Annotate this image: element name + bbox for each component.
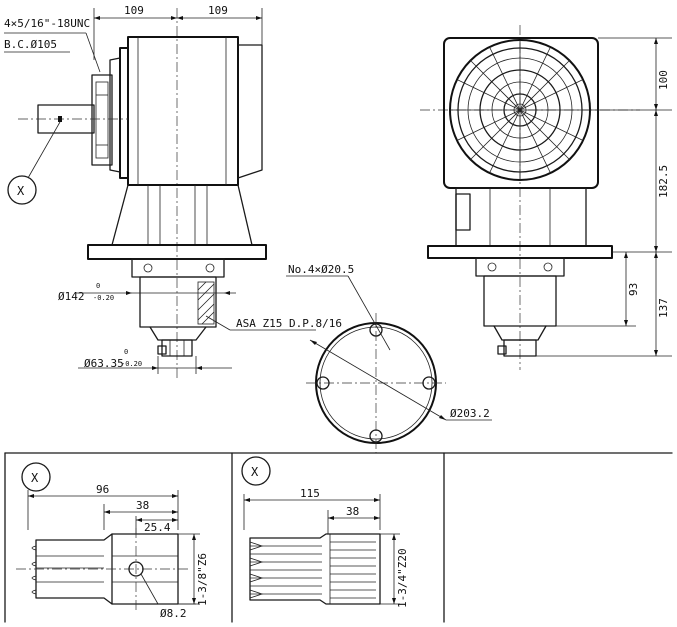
- detail-ref-x: X: [17, 184, 25, 198]
- pilot-tol-upper: 0: [96, 282, 100, 290]
- flange-bolt-circle: Ø203.2: [450, 407, 490, 420]
- pilot-tol-lower: -0.20: [93, 294, 114, 302]
- dim-side-overall: 137: [657, 298, 670, 318]
- detail-panels-frame: [4, 452, 673, 623]
- flange-holes-note: No.4×Ø20.5: [288, 263, 354, 276]
- shaft-tol-lower: -0.20: [121, 360, 142, 368]
- front-view-dimensions: 109 109 4×5/16"-18UNC B.C.Ø105 Ø142 0 -0…: [4, 4, 342, 374]
- side-view-dimensions: 100 182.5 93 137: [536, 37, 672, 357]
- spline-note: ASA Z15 D.P.8/16: [236, 317, 342, 330]
- pilot-diameter: Ø142: [58, 290, 85, 303]
- detail-left-dim-38: 38: [136, 499, 149, 512]
- detail-left-diameter: 1-3/8"Z6: [196, 553, 209, 606]
- flange-view: Ø203.2 No.4×Ø20.5: [286, 263, 492, 453]
- shaft-tol-upper: 0: [124, 348, 128, 356]
- detail-x-right: X 115 38: [241, 456, 409, 608]
- front-view: X: [7, 8, 267, 380]
- dim-left-width: 109: [124, 4, 144, 17]
- bolt-note: 4×5/16"-18UNC: [4, 17, 90, 30]
- detail-left-ref: X: [31, 471, 39, 485]
- detail-right-diameter: 1-3/4"Z20: [396, 548, 409, 608]
- side-view: [420, 25, 640, 370]
- detail-left-dim-96: 96: [96, 483, 109, 496]
- detail-right-dim-38: 38: [346, 505, 359, 518]
- dim-right-width: 109: [208, 4, 228, 17]
- shaft-diameter: Ø63.35: [84, 357, 124, 370]
- detail-left-hole: Ø8.2: [160, 607, 187, 620]
- dim-side-top: 100: [657, 70, 670, 90]
- detail-right-ref: X: [251, 465, 259, 479]
- detail-x-left: X 96 38 25.4 1-3/8"Z6 Ø8.2: [16, 462, 209, 620]
- detail-left-dim-25: 25.4: [144, 521, 171, 534]
- dim-side-flange: 93: [627, 283, 640, 296]
- bolt-circle: B.C.Ø105: [4, 38, 57, 51]
- detail-right-dim-115: 115: [300, 487, 320, 500]
- dim-side-center: 182.5: [657, 165, 670, 198]
